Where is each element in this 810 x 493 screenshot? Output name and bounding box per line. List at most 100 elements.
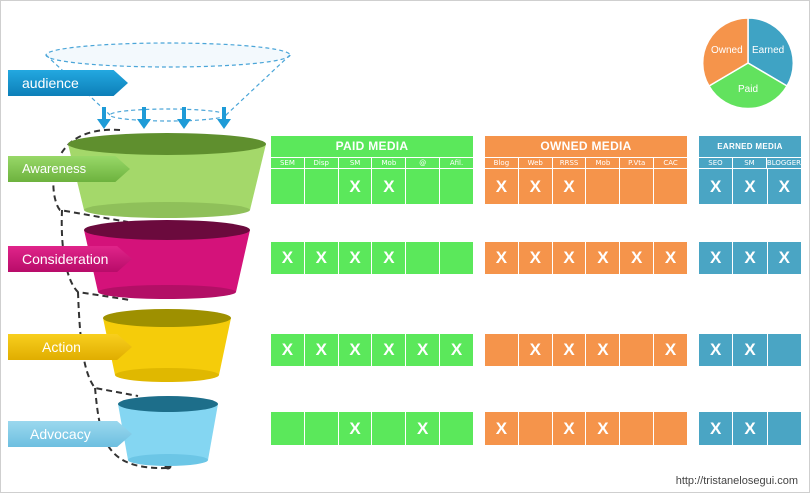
grid-cell: X <box>337 412 372 445</box>
column-header: SEM <box>279 159 295 167</box>
earned-awareness-row: X X X <box>699 169 801 204</box>
grid-cell: X <box>732 412 766 445</box>
earned-media-panel: EARNED MEDIA SEO SM BLOGGER <box>699 136 801 204</box>
earned-media-title: EARNED MEDIA <box>699 136 801 157</box>
paid-consideration-row: X X X X <box>271 242 473 274</box>
grid-cell: X <box>732 169 766 204</box>
grid-cell <box>517 412 552 445</box>
owned-consideration-row: X X X X X X <box>485 242 687 274</box>
column-header: Mob <box>371 158 405 168</box>
owned-media-panel: OWNED MEDIA Blog Web RRSS Mob P.Vta CAC <box>485 136 687 204</box>
grid-cell <box>439 242 473 274</box>
grid-cell: X <box>337 334 372 366</box>
grid-cell: X <box>709 248 722 267</box>
owned-media-columns: Blog Web RRSS Mob P.Vta CAC <box>485 158 687 168</box>
grid-cell <box>485 334 518 366</box>
paid-media-title: PAID MEDIA <box>271 136 473 157</box>
grid-cell: X <box>551 334 586 366</box>
grid-cell: X <box>551 169 586 204</box>
column-header: SM <box>337 158 372 168</box>
grid-cell <box>653 412 687 445</box>
grid-cell: X <box>371 242 405 274</box>
grid-cell: X <box>439 334 473 366</box>
grid-cell: X <box>551 242 586 274</box>
column-header: @ <box>405 158 439 168</box>
grid-cell: X <box>405 412 439 445</box>
column-header: Afil. <box>439 158 473 168</box>
grid-cell <box>653 169 687 204</box>
grid-cell: X <box>337 169 372 204</box>
grid-cell: X <box>551 412 586 445</box>
pie-label-earned: Earned <box>752 45 785 56</box>
grid-cell: X <box>495 418 508 438</box>
advocacy-funnel <box>118 396 218 466</box>
action-funnel <box>103 309 231 382</box>
owned-action-row: X X X X <box>485 334 687 366</box>
grid-cell: X <box>709 340 722 359</box>
grid-cell: X <box>653 242 687 274</box>
grid-cell <box>405 242 439 274</box>
column-header: BLOGGER <box>765 158 802 168</box>
pie-label-owned: Owned <box>711 45 743 56</box>
stage-label-action: Action <box>8 334 132 360</box>
stage-label-advocacy: Advocacy <box>8 421 132 447</box>
earned-consideration-row: X X X <box>699 242 801 274</box>
grid-cell <box>585 169 619 204</box>
grid-cell <box>271 412 304 445</box>
grid-cell <box>619 169 653 204</box>
column-header: P.Vta <box>619 158 653 168</box>
grid-cell: X <box>517 169 552 204</box>
grid-cell: X <box>281 340 294 359</box>
audience-arrows <box>97 107 231 129</box>
grid-cell: X <box>517 334 552 366</box>
grid-cell: X <box>405 334 439 366</box>
audience-label: audience <box>8 70 128 96</box>
grid-cell <box>439 169 473 204</box>
grid-cell <box>766 334 801 366</box>
grid-cell: X <box>732 242 766 274</box>
grid-cell: X <box>495 248 508 267</box>
paid-media-panel: PAID MEDIA SEM Disp SM Mob @ Afil. <box>271 136 473 204</box>
paid-awareness-row: X X <box>271 169 473 204</box>
column-header: CAC <box>653 158 687 168</box>
grid-cell: X <box>337 242 372 274</box>
grid-cell: X <box>371 169 405 204</box>
grid-cell <box>439 412 473 445</box>
grid-cell: X <box>495 176 508 196</box>
grid-cell: X <box>303 242 338 274</box>
earned-advocacy-row: X X <box>699 412 801 445</box>
grid-cell: X <box>517 242 552 274</box>
earned-action-row: X X <box>699 334 801 366</box>
grid-cell <box>303 412 338 445</box>
owned-advocacy-row: X X X <box>485 412 687 445</box>
column-header: RRSS <box>551 158 586 168</box>
column-header: Disp <box>303 158 338 168</box>
grid-cell <box>619 334 653 366</box>
grid-cell: X <box>281 248 294 267</box>
grid-cell: X <box>766 169 801 204</box>
grid-cell: X <box>619 242 653 274</box>
source-url: http://tristanelosegui.com <box>675 475 798 487</box>
grid-cell: X <box>709 418 722 438</box>
consideration-funnel <box>84 220 250 299</box>
grid-cell: X <box>303 334 338 366</box>
paid-advocacy-row: X X <box>271 412 473 445</box>
owned-awareness-row: X X X <box>485 169 687 204</box>
grid-cell: X <box>371 334 405 366</box>
grid-cell <box>766 412 801 445</box>
grid-cell <box>371 412 405 445</box>
grid-cell <box>271 169 304 204</box>
grid-cell: X <box>732 334 766 366</box>
grid-cell <box>303 169 338 204</box>
media-pie-chart <box>701 17 795 110</box>
grid-cell <box>405 169 439 204</box>
stage-label-awareness: Awareness <box>8 156 130 182</box>
column-header: SM <box>731 158 766 168</box>
paid-media-columns: SEM Disp SM Mob @ Afil. <box>271 158 473 168</box>
grid-cell: X <box>653 334 687 366</box>
grid-cell: X <box>709 176 722 196</box>
grid-cell <box>619 412 653 445</box>
earned-media-columns: SEO SM BLOGGER <box>699 158 801 168</box>
column-header: Web <box>517 158 552 168</box>
pie-label-paid: Paid <box>738 84 759 95</box>
